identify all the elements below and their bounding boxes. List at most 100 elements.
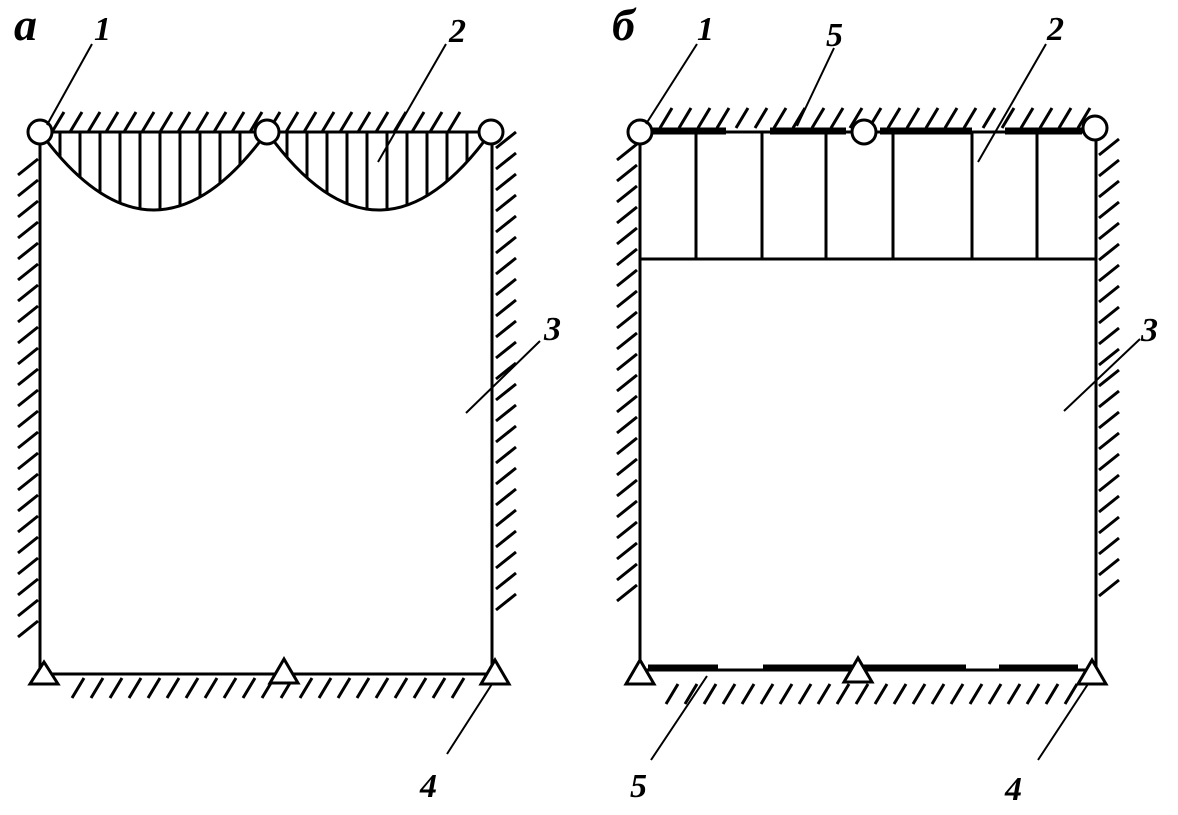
hatch-mark	[616, 583, 638, 603]
hatch-mark	[987, 683, 1003, 705]
hatch-mark	[222, 677, 238, 699]
hatch-mark	[374, 111, 390, 133]
hatch-mark	[17, 304, 39, 324]
hatch-mark	[165, 677, 181, 699]
hatch-mark	[495, 382, 517, 402]
hatch-mark	[495, 550, 517, 570]
hatch-mark	[284, 111, 300, 133]
hatch-mark	[873, 683, 889, 705]
panel-b-hinge-left	[626, 118, 654, 146]
hatch-mark	[184, 677, 200, 699]
panel-b-frame	[638, 130, 1098, 672]
hatch-mark	[68, 111, 84, 133]
panel-b-hinge-middle	[850, 118, 878, 146]
panel-a-callout-4: 4	[419, 768, 437, 805]
hatch-mark	[17, 178, 39, 198]
hatch-mark	[683, 683, 699, 705]
panel-a-moment-ordinates	[58, 132, 469, 210]
hatch-mark	[616, 499, 638, 519]
hatch-mark	[495, 403, 517, 423]
hatch-mark	[616, 541, 638, 561]
hatch-mark	[616, 310, 638, 330]
hatch-mark	[968, 683, 984, 705]
hatch-mark	[17, 262, 39, 282]
hatch-mark	[86, 111, 102, 133]
hatch-mark	[772, 107, 788, 129]
panel-b-support-right	[1075, 657, 1109, 686]
hatch-mark	[1098, 137, 1120, 157]
hatch-mark	[1098, 389, 1120, 409]
hatch-mark	[104, 111, 120, 133]
hatch-mark	[495, 214, 517, 234]
hatch-mark	[677, 107, 693, 129]
hatch-mark	[1025, 683, 1041, 705]
panel-a-label: а	[14, 0, 37, 50]
hatch-mark	[230, 111, 246, 133]
hatch-mark	[146, 677, 162, 699]
hatch-mark	[1098, 242, 1120, 262]
panel-a-callout-2: 2	[448, 13, 466, 50]
hatch-mark	[17, 367, 39, 387]
hatch-mark	[740, 683, 756, 705]
hatch-mark	[616, 562, 638, 582]
hatch-mark	[905, 107, 921, 129]
hatch-mark	[212, 111, 228, 133]
hatch-mark	[1000, 107, 1016, 129]
hatch-mark	[734, 107, 750, 129]
hatch-mark	[835, 683, 851, 705]
hatch-mark	[495, 571, 517, 591]
hatch-mark	[1057, 107, 1073, 129]
hatch-mark	[962, 107, 978, 129]
panel-b-callout-4: 4	[1004, 771, 1022, 808]
hatch-mark	[715, 107, 731, 129]
hatch-mark	[1098, 536, 1120, 556]
panel-a-leader-4	[446, 683, 493, 755]
hatch-mark	[495, 361, 517, 381]
hatch-mark	[1098, 179, 1120, 199]
panel-b-callout-5-bottom: 5	[630, 768, 647, 805]
hatch-mark	[393, 677, 409, 699]
hatch-mark	[17, 199, 39, 219]
hatch-mark	[721, 683, 737, 705]
hatch-mark	[616, 457, 638, 477]
hatch-mark	[446, 111, 462, 133]
hatch-mark	[810, 107, 826, 129]
hatch-mark	[1098, 452, 1120, 472]
hatch-mark	[17, 535, 39, 555]
hatch-mark	[616, 520, 638, 540]
hatch-mark	[495, 298, 517, 318]
hatch-mark	[450, 677, 466, 699]
hatch-mark	[616, 436, 638, 456]
panel-a-hatching	[17, 111, 517, 699]
hatch-mark	[1098, 515, 1120, 535]
panel-b-leader-2	[977, 43, 1047, 163]
panel-a-frame	[38, 130, 495, 676]
panel-a-callouts: 1 2 3 4	[46, 11, 561, 805]
hatch-mark	[1098, 410, 1120, 430]
panel-a-callout-1: 1	[94, 11, 111, 48]
hatch-mark	[495, 172, 517, 192]
panel-a-callout-3: 3	[543, 311, 561, 348]
hatch-mark	[829, 107, 845, 129]
hatch-mark	[911, 683, 927, 705]
panel-a-hinge-middle	[253, 118, 281, 146]
panel-a-moment-arc-right	[265, 131, 493, 212]
hatch-mark	[241, 677, 257, 699]
hatch-mark	[495, 256, 517, 276]
hatch-mark	[302, 111, 318, 133]
hatch-mark	[1076, 107, 1092, 129]
hatch-mark	[17, 619, 39, 639]
panel-b-hatch-left	[616, 142, 638, 603]
panel-b-callouts: 1 5 2 3 5 4	[630, 11, 1158, 808]
hatch-mark	[664, 683, 680, 705]
hatch-mark	[336, 677, 352, 699]
panel-a-hinge-left	[26, 118, 54, 146]
hatch-mark	[616, 142, 638, 162]
hatch-mark	[122, 111, 138, 133]
hatch-mark	[797, 683, 813, 705]
hatch-mark	[854, 683, 870, 705]
hatch-mark	[317, 677, 333, 699]
panel-b-callout-2: 2	[1046, 11, 1064, 48]
hatch-mark	[1019, 107, 1035, 129]
